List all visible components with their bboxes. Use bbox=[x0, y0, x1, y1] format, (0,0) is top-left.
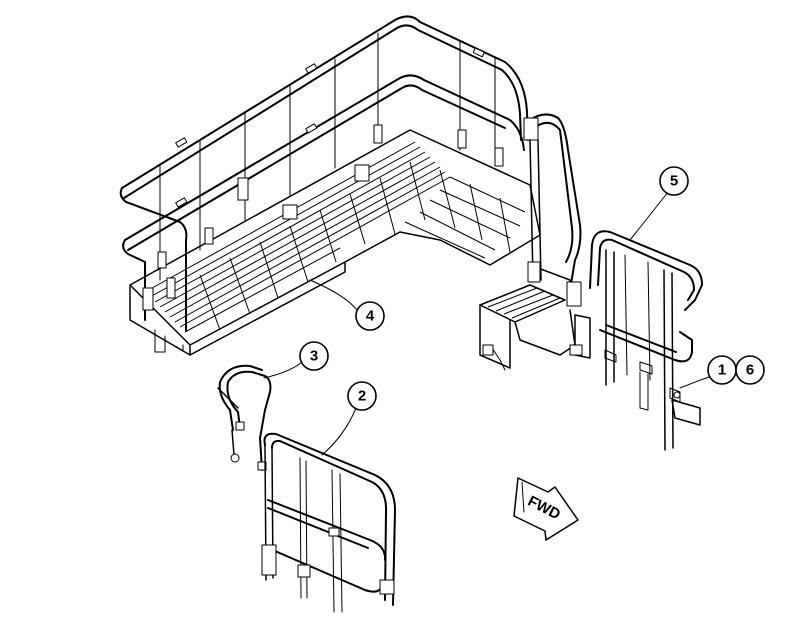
leader-2 bbox=[321, 407, 357, 456]
small-handrail-tube bbox=[226, 370, 272, 471]
callout-3-label: 3 bbox=[310, 348, 318, 365]
side-rail-lower bbox=[599, 329, 693, 363]
platform-mid-rail-inner bbox=[127, 84, 506, 251]
main-platform-assembly bbox=[119, 15, 541, 356]
callout-5: 5 bbox=[659, 166, 689, 196]
callout-leaders bbox=[263, 191, 713, 456]
small-handrail-item-3 bbox=[217, 364, 272, 471]
step-bracket bbox=[574, 314, 591, 359]
platform-mid-rail bbox=[124, 74, 525, 241]
callout-1: 1 bbox=[707, 355, 737, 385]
platform-foot-left bbox=[154, 329, 166, 353]
step-tread-upper bbox=[479, 284, 566, 323]
callout-5-label: 5 bbox=[670, 173, 678, 190]
platform-deck-outline bbox=[129, 129, 541, 346]
leader-3 bbox=[263, 361, 303, 379]
callout-2: 2 bbox=[347, 381, 377, 411]
platform-wall-brackets bbox=[142, 124, 504, 311]
callout-4: 4 bbox=[355, 301, 385, 331]
callout-6: 6 bbox=[735, 355, 765, 385]
side-rail-top bbox=[589, 230, 703, 311]
step-handrail-clamp bbox=[523, 117, 539, 141]
callout-3: 3 bbox=[299, 341, 329, 371]
platform-top-rail-inner bbox=[123, 24, 522, 199]
callout-6-label: 6 bbox=[746, 362, 754, 379]
step-assembly bbox=[479, 113, 591, 371]
rail-fittings bbox=[175, 47, 485, 208]
platform-deck-front-edge bbox=[189, 261, 346, 356]
front-rail-low bbox=[267, 547, 383, 593]
fwd-arrow-shape bbox=[513, 477, 579, 541]
leader-4 bbox=[309, 279, 358, 311]
front-rail-top bbox=[263, 432, 396, 606]
step-handrail bbox=[529, 113, 582, 291]
step-stringer bbox=[479, 304, 511, 369]
leader-5 bbox=[629, 191, 669, 241]
front-rail-mid bbox=[267, 499, 387, 561]
callout-1-label: 1 bbox=[718, 362, 726, 379]
platform-back-posts bbox=[159, 32, 496, 281]
platform-top-rail bbox=[121, 15, 529, 189]
platform-deck-side-left bbox=[129, 284, 191, 356]
side-rail-item-5 bbox=[589, 230, 703, 451]
forward-direction-arrow: FWD bbox=[513, 477, 579, 541]
callout-4-label: 4 bbox=[366, 308, 375, 325]
leader-1 bbox=[679, 375, 713, 389]
platform-left-rail-return bbox=[122, 239, 146, 321]
platform-deck-grating bbox=[144, 141, 526, 333]
callout-2-label: 2 bbox=[358, 388, 366, 405]
side-rail-mount-bracket bbox=[671, 399, 701, 426]
front-rail-item-2 bbox=[261, 432, 396, 613]
platform-front-rail-left bbox=[119, 187, 188, 331]
